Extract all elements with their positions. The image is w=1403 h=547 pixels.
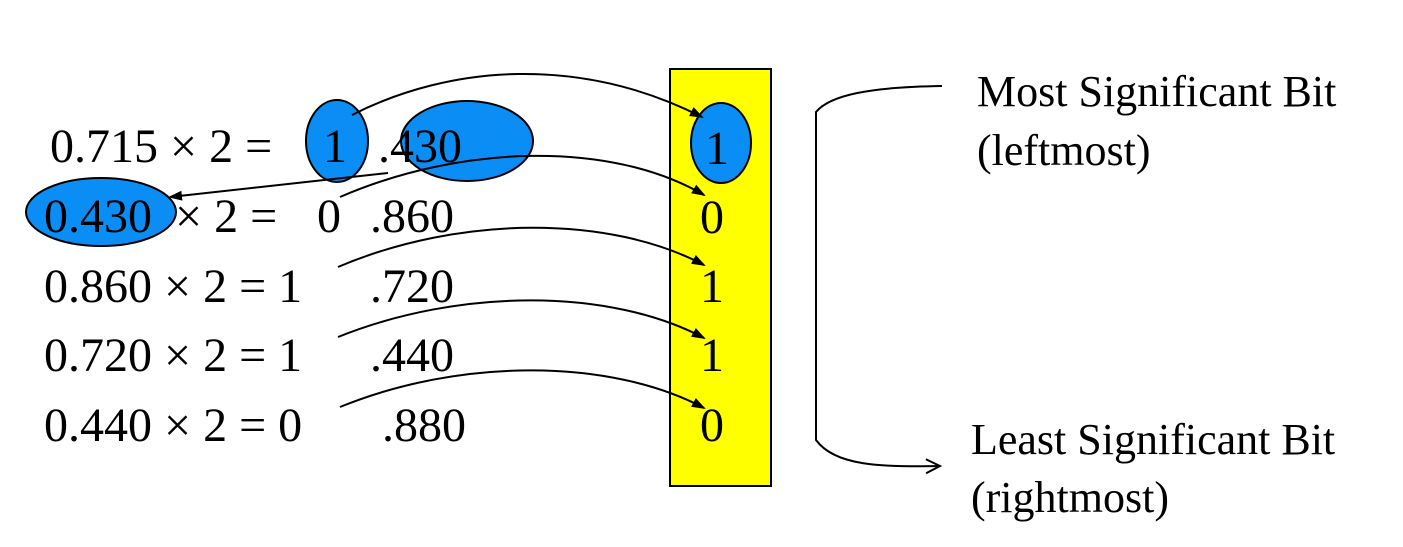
bit-2: 0: [700, 191, 724, 244]
lsb-label-line2: (rightmost): [971, 473, 1169, 522]
row-5-frac-part: .880: [382, 399, 466, 452]
highlight-int-1: [305, 99, 369, 183]
arrow-row3-to-bit3: [337, 226, 706, 268]
row-3-equation: 0.860 × 2 = 1: [44, 260, 302, 313]
bit-3: 1: [700, 260, 724, 313]
highlight-msb-bit: [690, 102, 752, 184]
arrow-row5-to-bit5: [339, 369, 706, 409]
row-4-equation: 0.720 × 2 = 1: [44, 329, 302, 382]
lsb-label-line1: Least Significant Bit: [971, 415, 1335, 464]
row-1-int-part: 1: [323, 120, 347, 173]
row-3-frac-part: .720: [370, 260, 454, 313]
significance-bracket: [815, 85, 942, 466]
row-1-equation: 0.715 × 2 =: [50, 120, 272, 173]
bit-1: 1: [705, 122, 729, 175]
arrow-430-to-next-row: [168, 172, 389, 201]
row-1-frac-part: .430: [378, 120, 462, 173]
row-2-int-part: 0: [317, 190, 341, 243]
highlight-frac-430: [400, 100, 534, 182]
msb-label-line1: Most Significant Bit: [977, 67, 1336, 116]
msb-label-line2: (leftmost): [977, 126, 1151, 175]
highlight-430-input: [25, 177, 177, 247]
row-2-frac-part: .860: [370, 190, 454, 243]
arrow-row4-to-bit4: [337, 299, 706, 339]
row-4-frac-part: .440: [370, 329, 454, 382]
row-5-equation: 0.440 × 2 = 0: [44, 399, 302, 452]
row-2-input: 0.430: [44, 190, 152, 243]
arrow-row2-to-bit2: [339, 154, 706, 198]
row-2-equation: × 2 =: [175, 190, 277, 243]
arrow-int1-to-bit1: [351, 73, 704, 118]
